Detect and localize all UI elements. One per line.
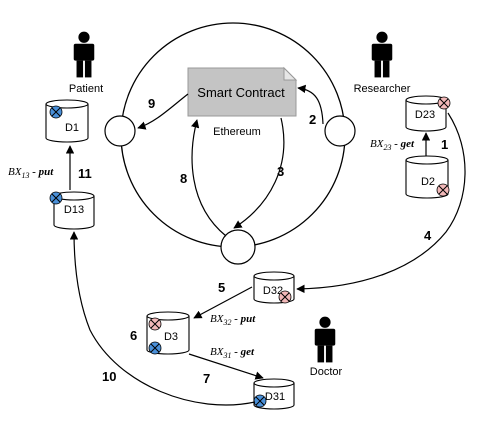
step-7-label: 7 bbox=[203, 371, 210, 386]
step-6-label: 6 bbox=[130, 328, 137, 343]
svg-text:D2: D2 bbox=[421, 176, 435, 188]
red-x-marker bbox=[437, 96, 451, 110]
step-11-label: 11 bbox=[78, 166, 92, 181]
arrow-step-9 bbox=[137, 93, 189, 130]
svg-text:D23: D23 bbox=[415, 109, 435, 121]
step-4-label: 4 bbox=[424, 228, 432, 243]
arrow-step-10 bbox=[69, 231, 256, 406]
database-d23: D23 bbox=[405, 95, 451, 132]
bx13-label: BX13 - put bbox=[8, 166, 54, 180]
red-x-marker bbox=[436, 183, 450, 197]
svg-text:D13: D13 bbox=[64, 204, 84, 216]
step-2-label: 2 bbox=[309, 112, 316, 127]
researcher-label: Researcher bbox=[354, 83, 411, 95]
bx31-label: BX31 - get bbox=[210, 346, 255, 360]
svg-text:D32: D32 bbox=[263, 285, 283, 297]
bx32-label: BX32 - put bbox=[210, 313, 256, 327]
database-d2: D2 bbox=[405, 155, 450, 199]
smart-contract-label: Smart Contract bbox=[197, 85, 285, 100]
arrow-step-2 bbox=[297, 84, 324, 125]
database-d31: D31 bbox=[253, 378, 295, 410]
arrow-step-4 bbox=[296, 112, 466, 294]
doctor-node bbox=[220, 229, 256, 265]
smart-contract-box: Smart Contract bbox=[187, 66, 298, 117]
doctor-icon bbox=[314, 316, 336, 363]
blue-x-marker bbox=[49, 191, 63, 205]
step-8-label: 8 bbox=[180, 171, 187, 186]
database-d32: D32 bbox=[253, 271, 295, 304]
red-x-marker bbox=[278, 290, 292, 304]
arrow-step-5 bbox=[193, 286, 253, 319]
arrow-step-3 bbox=[233, 117, 285, 229]
arrow-step-7 bbox=[188, 353, 264, 380]
svg-text:D31: D31 bbox=[265, 391, 285, 403]
patient-node bbox=[104, 115, 136, 147]
researcher-node bbox=[324, 115, 356, 147]
blue-x-marker bbox=[49, 105, 63, 119]
blue-x-marker bbox=[148, 341, 162, 355]
researcher-icon bbox=[371, 31, 393, 78]
step-10-label: 10 bbox=[102, 369, 116, 384]
step-3-label: 3 bbox=[277, 164, 284, 179]
database-d3: D3 bbox=[146, 311, 190, 355]
step-1-label: 1 bbox=[441, 137, 448, 152]
step-9-label: 9 bbox=[148, 96, 155, 111]
red-x-marker bbox=[148, 317, 162, 331]
svg-text:D1: D1 bbox=[65, 122, 79, 134]
ethereum-label: Ethereum bbox=[213, 126, 261, 138]
step-5-label: 5 bbox=[218, 280, 225, 295]
blue-x-marker bbox=[253, 394, 267, 408]
svg-text:D3: D3 bbox=[164, 331, 178, 343]
patient-icon bbox=[73, 31, 95, 78]
arrow-step-8 bbox=[191, 119, 227, 237]
database-d13: D13 bbox=[49, 191, 95, 230]
bx23-label: BX23 - get bbox=[370, 138, 415, 152]
database-d1: D1 bbox=[45, 99, 89, 143]
patient-label: Patient bbox=[69, 83, 103, 95]
doctor-label: Doctor bbox=[310, 366, 343, 378]
